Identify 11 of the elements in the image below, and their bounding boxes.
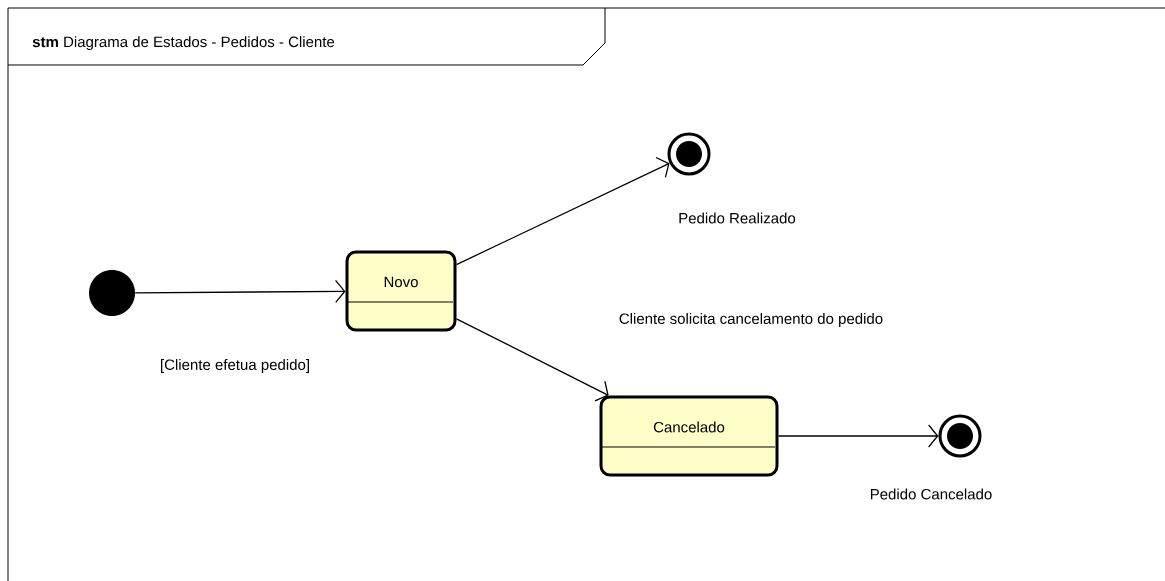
state-label: [Cliente efetua pedido] [161, 359, 309, 373]
arrow [455, 156, 670, 266]
state-label: Pedido Cancelado [870, 488, 992, 500]
arrow [134, 279, 346, 304]
state-label: Pedido Realizado [679, 212, 796, 224]
state-box: Cancelado [599, 395, 779, 477]
state-box: Novo [345, 250, 457, 332]
frame-tab: stm Diagrama de Estados - Pedidos - Cliente [7, 7, 606, 66]
arrow [455, 318, 609, 402]
edge-label: Cliente solicita cancelamento do pedido [616, 311, 886, 329]
arrow [777, 424, 939, 448]
